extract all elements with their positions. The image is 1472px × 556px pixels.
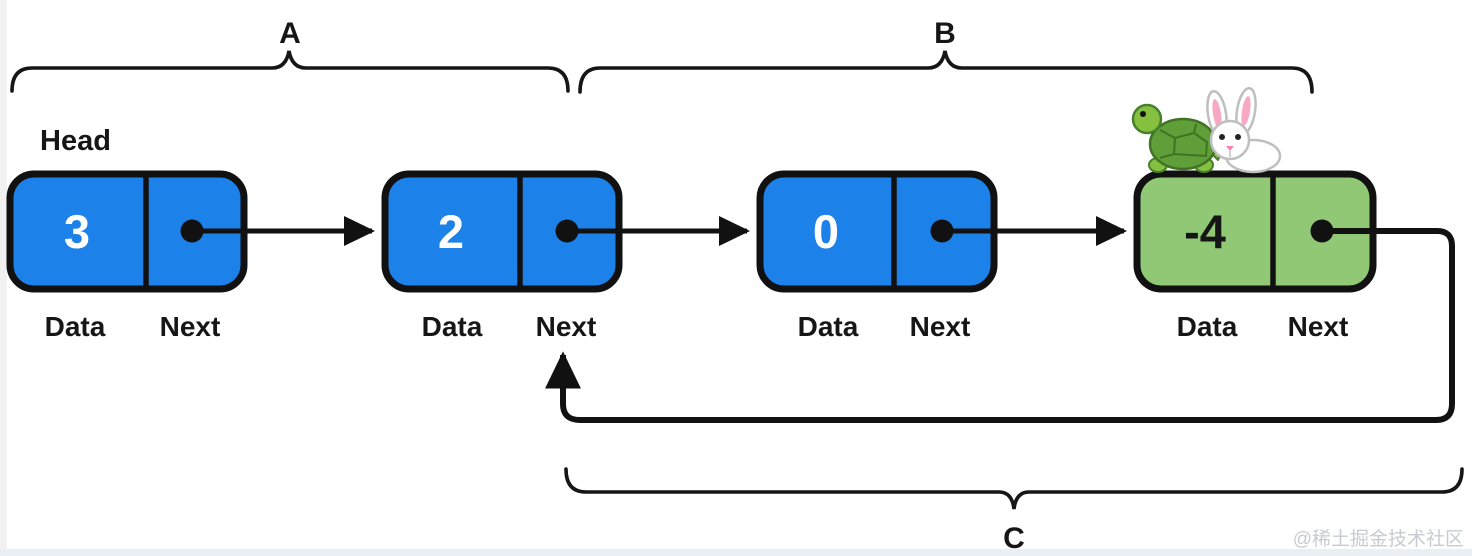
brace-c-label: C [1003, 522, 1025, 555]
node-3-data-label: Data [798, 311, 859, 342]
node-4-next-label: Next [1288, 311, 1349, 342]
left-edge-strip [0, 0, 7, 556]
head-label: Head [40, 125, 111, 157]
node-4: -4 Data Next [1133, 170, 1377, 342]
node-3-value: 0 [813, 205, 839, 258]
brace-b [578, 50, 1314, 94]
node-2-next-label: Next [536, 311, 597, 342]
rabbit-icon [1206, 86, 1282, 174]
node-2-data-label: Data [422, 311, 483, 342]
bottom-edge-strip [0, 549, 1472, 556]
node-4-value: -4 [1184, 205, 1226, 258]
cycle-arrow-node4-to-node2 [545, 228, 1455, 423]
node-1-data-label: Data [45, 311, 106, 342]
turtle-icon [1131, 103, 1225, 173]
node-1: 3 Data Next [6, 170, 248, 342]
brace-b-label: B [934, 17, 956, 50]
node-3-next-label: Next [910, 311, 971, 342]
node-3: 0 Data Next [756, 170, 998, 342]
node-2-value: 2 [438, 205, 464, 258]
brace-a [10, 50, 570, 93]
brace-a-label: A [279, 17, 301, 50]
node-4-data-label: Data [1177, 311, 1238, 342]
node-2: 2 Data Next [381, 170, 623, 342]
brace-c [564, 467, 1464, 510]
watermark: @稀土掘金技术社区 [1293, 528, 1464, 550]
node-1-value: 3 [64, 205, 90, 258]
node-1-next-label: Next [160, 311, 221, 342]
